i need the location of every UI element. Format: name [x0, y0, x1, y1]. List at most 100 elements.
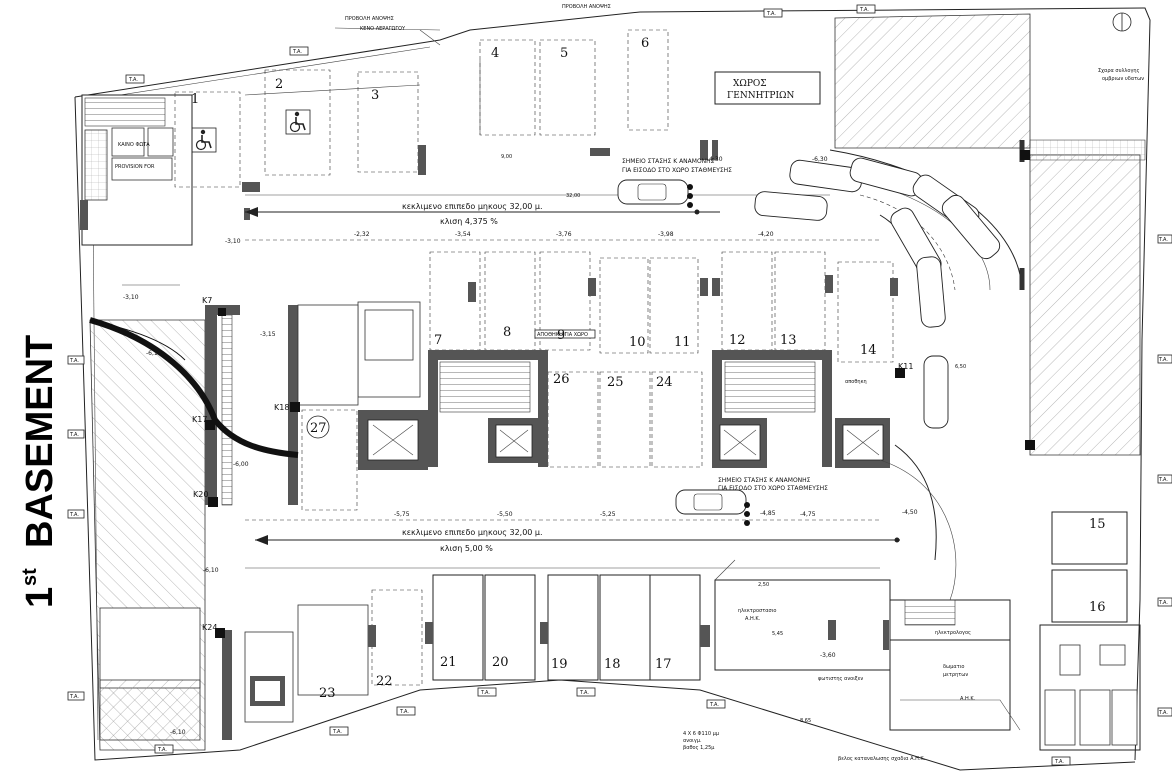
bay-23: 23 [319, 686, 336, 701]
ta-tag: T.A. [1158, 710, 1168, 716]
bay-11: 11 [674, 335, 691, 350]
bay-22: 22 [376, 674, 393, 689]
level-mark: -6,00 [233, 461, 249, 468]
bay-25: 25 [607, 375, 624, 390]
waiting-note-lower-1: ΣΗΜΕΙΟ ΣΤΑΣΗΣ Κ ΑΝΑΜΟΝΗΣ [718, 477, 811, 484]
ta-tag: T.A. [709, 702, 719, 708]
core-right [712, 350, 890, 468]
level-mark: -6,10 [203, 567, 219, 574]
substation-2: Α.Η.Κ. [745, 616, 761, 622]
dim: 6,50 [955, 364, 966, 370]
bay-3: 3 [371, 88, 379, 103]
ramp-labels: κεκλιμενο επιπεδο μηκους 32,00 μ. κλιση … [402, 202, 543, 553]
projection-right: ΠΡΟΒΟΛΗ ΑΝΟΨΗΣ [562, 4, 611, 10]
title-main: BASEMENT [19, 335, 61, 548]
level-mark: -3,10 [225, 238, 241, 245]
substation-1: ηλεκτροστασιο [738, 608, 776, 614]
storage-note: αποθηκη [845, 379, 867, 385]
svg-text:ΚΑΙΝΟ ΦΩΤΑ: ΚΑΙΝΟ ΦΩΤΑ [118, 142, 150, 148]
columns [205, 150, 1035, 638]
ta-tag: T.A. [1158, 600, 1168, 606]
bay-17: 17 [655, 657, 672, 672]
lower-ramp [245, 519, 900, 569]
hatched-areas [89, 13, 1146, 751]
parking-row-top [174, 27, 821, 220]
level-mark: -4,50 [902, 509, 918, 516]
level-mark: -3,60 [820, 652, 836, 659]
bay-26: 26 [553, 372, 570, 387]
bay-24: 24 [656, 375, 673, 390]
wheelchair-icon [191, 127, 217, 153]
waiting-notes: ΣΗΜΕΙΟ ΣΤΑΣΗΣ Κ ΑΝΑΜΟΝΗΣ ΓΙΑ ΕΙΣΟΔΟ ΣΤΟ … [622, 158, 828, 492]
waiting-note-upper-1: ΣΗΜΕΙΟ ΣΤΑΣΗΣ Κ ΑΝΑΜΟΝΗΣ [622, 158, 715, 165]
ta-tag: T.A. [292, 49, 302, 55]
upper-ramp [245, 194, 880, 241]
car-icon [617, 179, 689, 205]
tag-k7: K7 [202, 296, 212, 305]
level-mark: -4,30 [707, 156, 723, 163]
car-icon [923, 355, 949, 429]
meter-room-1: δωματιο [943, 664, 964, 670]
bay-5: 5 [560, 46, 568, 61]
tag-k17: K17 [192, 415, 207, 424]
bay-19: 19 [551, 657, 568, 672]
column-tags: K7 K11 K17 K18 K20 K24 [192, 296, 913, 632]
bay-13: 13 [780, 333, 797, 348]
generator-room-label-1: ΧΩΡΟΣ [733, 79, 767, 89]
ta-tag: T.A. [332, 729, 342, 735]
svg-text:ΑΠΟΘΗΚΗ ΓΙΑ ΧΩΡΟ: ΑΠΟΘΗΚΗ ΓΙΑ ΧΩΡΟ [537, 332, 588, 338]
ta-tag: T.A. [69, 358, 79, 364]
parking-row-bottom [222, 511, 1128, 740]
bay-27: 27 [310, 421, 327, 436]
bay-16: 16 [1089, 600, 1106, 615]
tag-k20: K20 [193, 490, 208, 499]
north-arrow-icon [1112, 12, 1132, 32]
water-collection-1: Σχαρα συλλογης [1098, 68, 1140, 74]
lower-ramp-slope: κλιση 5,00 % [440, 544, 493, 553]
ta-tag: T.A. [1158, 357, 1168, 363]
ahk-room: Α.Η.Κ. [960, 696, 976, 702]
ta-tag: T.A. [579, 690, 589, 696]
level-marks: -3,10 -3,10 -2,32 -3,54 -3,76 -3,98 -4,2… [123, 156, 918, 736]
tag-k24: K24 [202, 623, 217, 632]
service-rooms [714, 559, 1141, 751]
level-mark: -4,85 [760, 510, 776, 517]
bay-12: 12 [729, 333, 746, 348]
level-mark: -5,50 [497, 511, 513, 518]
level-mark: -4,75 [800, 511, 816, 518]
cars [617, 157, 1001, 526]
bay-18: 18 [604, 657, 621, 672]
bay-2: 2 [275, 77, 283, 92]
note-bottom-right-1: φωτιστης ανοιξεν [818, 676, 863, 682]
dim: 9,00 [501, 154, 512, 160]
bay-14: 14 [860, 343, 877, 358]
ta-tag: T.A. [1158, 237, 1168, 243]
meter-room-2: μετρητων [943, 672, 968, 678]
bay-6: 6 [641, 36, 649, 51]
ta-tag: T.A. [128, 77, 138, 83]
tag-k11: K11 [898, 362, 913, 371]
projection-left: ΠΡΟΒΟΛΗ ΑΝΟΨΗΣ [345, 16, 394, 22]
note-bottom-right-2: βελος καταναλωσης σχαδια Α.Η.Κ. [838, 756, 926, 762]
ta-tag: T.A. [69, 694, 79, 700]
level-mark: -3,98 [658, 231, 674, 238]
tag-k18: K18 [274, 403, 289, 412]
ta-tag: T.A. [157, 747, 167, 753]
bay-9: 9 [557, 328, 565, 343]
bay-7: 7 [434, 333, 442, 348]
car-icon [916, 256, 946, 328]
stair-core-top-left: ΚΑΙΝΟ ΦΩΤΑ PROVISION FOR [80, 94, 193, 246]
ta-tag: T.A. [1158, 477, 1168, 483]
lower-ramp-text: κεκλιμενο επιπεδο μηκους 32,00 μ. [402, 528, 543, 537]
bay-1: 1 [191, 92, 199, 107]
level-mark: -3,10 [123, 294, 139, 301]
level-mark: -6,10 [146, 350, 162, 357]
ta-tag: T.A. [399, 709, 409, 715]
room-labels: ΧΩΡΟΣ ΓΕΝΝΗΤΡΙΩΝ ΠΡΟΒΟΛΗ ΑΝΟΨΗΣ ΚΕΝΟ ΑΕΡ… [345, 4, 1144, 762]
title-ordinal: 1 [19, 587, 61, 608]
waiting-note-lower-2: ΓΙΑ ΕΙΣΟΔΟ ΣΤΟ ΧΩΡΟ ΣΤΑΘΜΕΥΣΗΣ [718, 485, 828, 492]
bay-15: 15 [1089, 517, 1106, 532]
upper-ramp-slope: κλιση 4,375 % [440, 217, 498, 226]
bay-21: 21 [440, 655, 457, 670]
